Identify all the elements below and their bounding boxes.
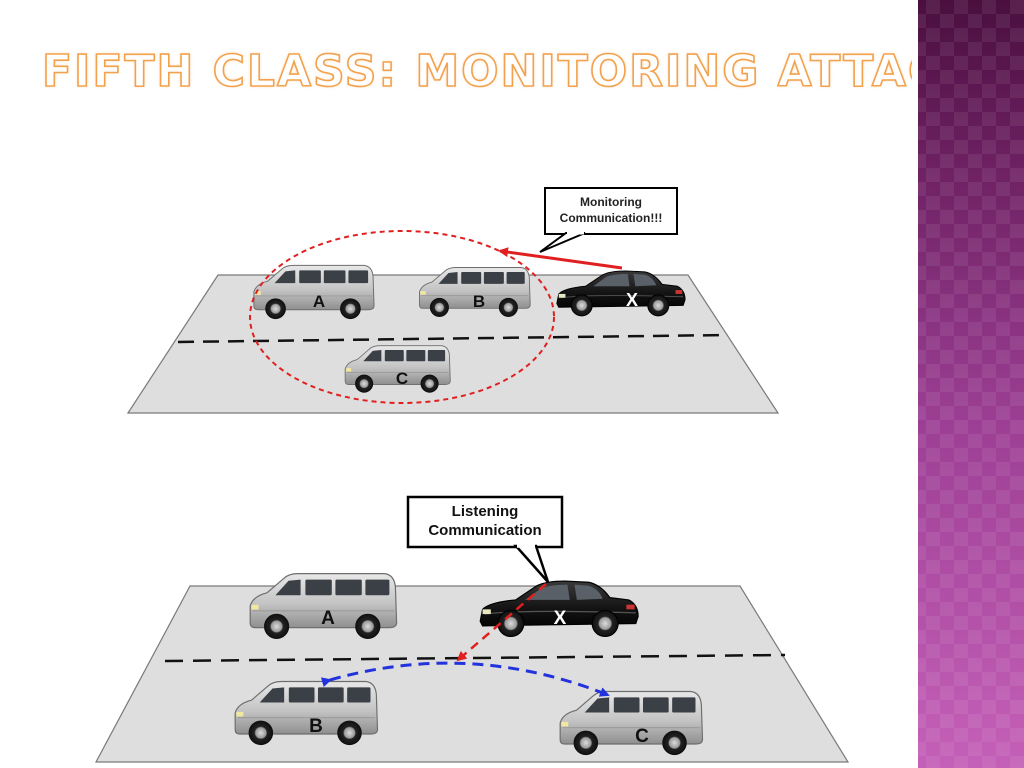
vehicle-bottom-b: B xyxy=(234,680,379,746)
vehicle-label-top-c: C xyxy=(396,369,408,388)
vehicle-top-a: A xyxy=(253,264,375,320)
callout-top: Monitoring Communication!!! xyxy=(539,187,678,253)
eavesdrop-arrow xyxy=(456,583,547,662)
vehicle-label-bottom-b: B xyxy=(309,716,323,737)
monitoring-attack-diagram: A B C X Monitoring Communication!!! xyxy=(94,187,850,763)
decorative-side-panel xyxy=(912,0,1024,768)
vehicle-label-bottom-a: A xyxy=(321,608,335,629)
top-scene: A B C X Monitoring Communication!!! xyxy=(126,187,780,414)
monitoring-arrow xyxy=(498,247,623,270)
vehicle-top-c: C xyxy=(344,345,451,393)
callout-bottom-text: Listening Communication xyxy=(428,503,542,539)
vehicle-label-top-x: X xyxy=(626,290,638,310)
attacker-car-top-x: X xyxy=(556,270,686,317)
vehicle-label-top-a: A xyxy=(313,292,325,311)
bottom-scene: A B C X Listening Communication xyxy=(94,495,850,763)
vehicle-label-bottom-x: X xyxy=(554,608,567,629)
vehicle-label-top-b: B xyxy=(473,292,485,311)
vehicle-top-b: B xyxy=(418,266,531,318)
road-bottom xyxy=(94,585,850,763)
lane-divider-bottom xyxy=(164,653,786,663)
monitored-group-ellipse xyxy=(249,230,555,404)
attacker-car-bottom-x: X xyxy=(479,580,639,638)
slide-title: Fifth Class: Monitoring Attack xyxy=(41,45,979,98)
vehicle-bottom-a: A xyxy=(249,572,398,640)
lane-divider-top xyxy=(177,333,729,344)
callout-bottom: Listening Communication xyxy=(406,495,564,583)
v2v-communication-arrow xyxy=(320,661,610,697)
vehicle-bottom-c: C xyxy=(559,690,704,756)
callout-top-text: Monitoring Communication!!! xyxy=(559,195,663,225)
vehicle-label-bottom-c: C xyxy=(635,726,649,747)
